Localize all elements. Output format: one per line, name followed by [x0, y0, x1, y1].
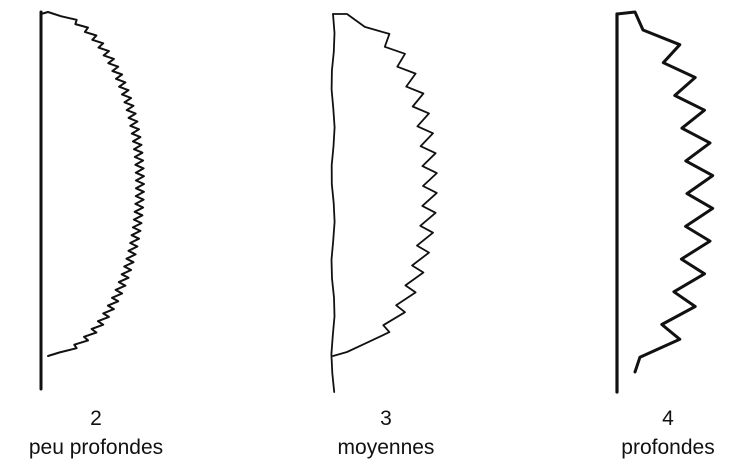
- panel-deep-serration: [615, 10, 715, 394]
- serrated-edge: [615, 10, 715, 374]
- caption-deep: 4 profondes: [568, 404, 729, 462]
- panel-label: moyennes: [337, 436, 435, 459]
- serrated-edge: [40, 11, 145, 357]
- caption-fine: 2 peu profondes: [0, 404, 196, 462]
- panel-number: 4: [662, 407, 674, 430]
- panel-medium-serration: [330, 13, 438, 393]
- panel-number: 2: [90, 407, 102, 430]
- panel-number: 3: [380, 407, 392, 430]
- serrated-edge: [332, 13, 438, 357]
- panel-label: profondes: [621, 436, 715, 459]
- panel-label: peu profondes: [28, 436, 164, 459]
- panel-fine-serration: [39, 10, 145, 391]
- caption-medium: 3 moyennes: [286, 404, 486, 462]
- straight-edge: [330, 13, 336, 393]
